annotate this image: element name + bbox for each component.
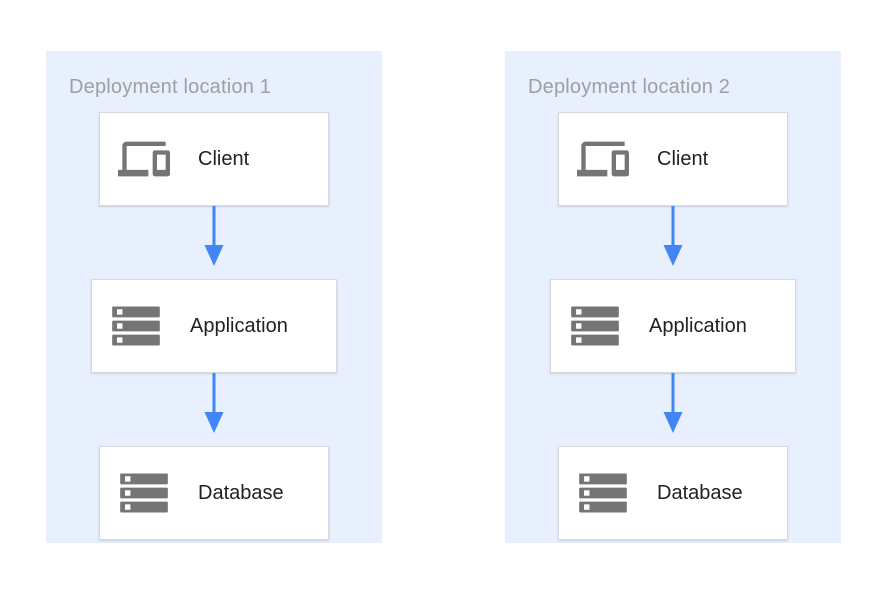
flow-arrow-down (204, 373, 224, 433)
server-stack-icon (577, 467, 629, 519)
server-stack-icon (569, 300, 621, 352)
database-node: Database (558, 446, 788, 540)
node-label: Database (198, 481, 284, 504)
database-node: Database (99, 446, 329, 540)
zone-title: Deployment location 2 (528, 76, 731, 98)
node-label: Application (190, 314, 288, 337)
server-stack-icon (118, 467, 170, 519)
application-node: Application (550, 279, 796, 373)
devices-icon (577, 133, 629, 185)
flow-arrow-down (204, 206, 224, 266)
client-node: Client (558, 112, 788, 206)
node-label: Database (657, 481, 743, 504)
node-label: Client (198, 147, 250, 170)
flow-arrow-down (663, 206, 683, 266)
deployment-zone-2: Deployment location 2 Client (505, 51, 841, 543)
node-label: Application (649, 314, 747, 337)
deployment-zone-1: Deployment location 1 Client (46, 51, 382, 543)
flow-arrow-down (663, 373, 683, 433)
node-label: Client (657, 147, 709, 170)
server-stack-icon (110, 300, 162, 352)
client-node: Client (99, 112, 329, 206)
devices-icon (118, 133, 170, 185)
zone-title: Deployment location 1 (69, 76, 272, 98)
application-node: Application (91, 279, 337, 373)
